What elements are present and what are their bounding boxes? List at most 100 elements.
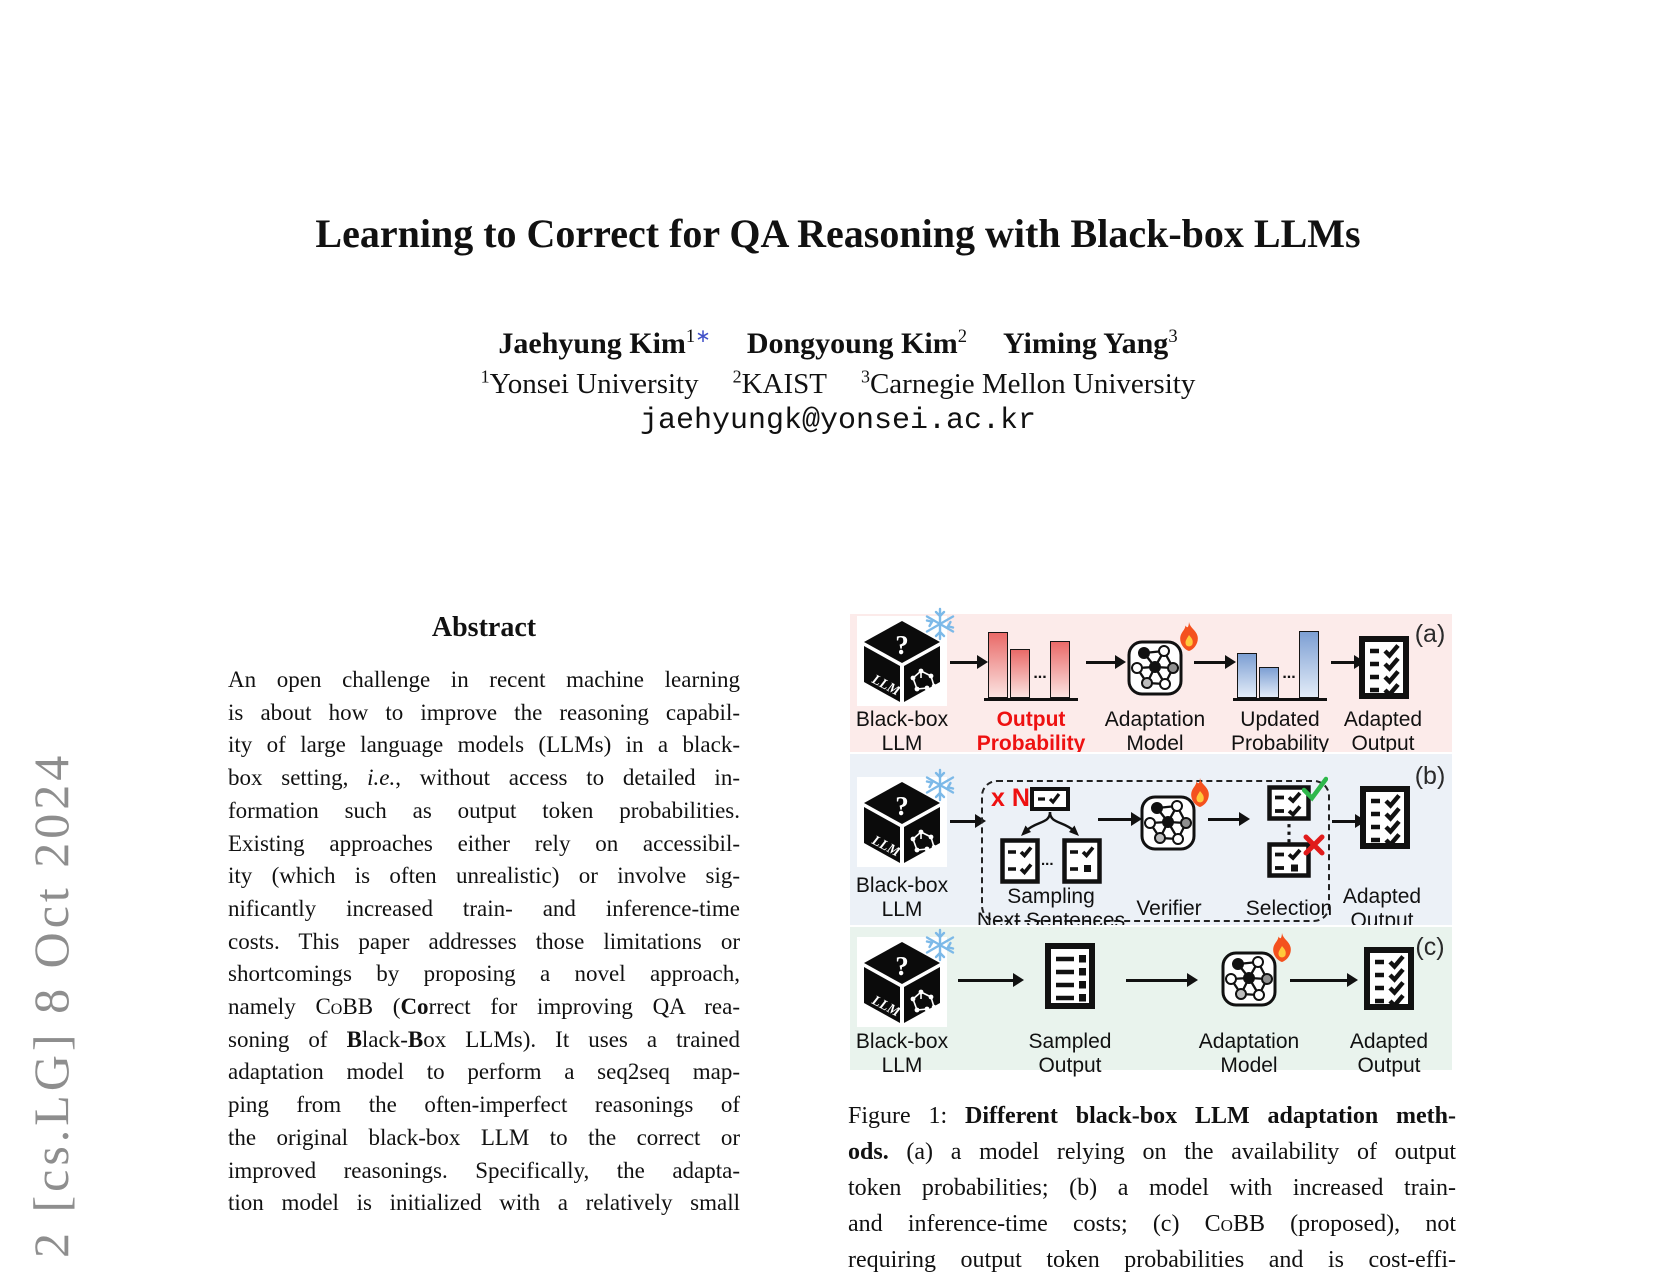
arrow-right-icon — [1126, 973, 1198, 986]
affiliation: 3Carnegie Mellon University — [860, 366, 1196, 400]
sampling-verifier-selection-box — [981, 780, 1330, 922]
output-probability-chart: ... — [984, 625, 1078, 701]
ellipsis: ... — [1033, 665, 1047, 682]
sampled-doc-alt-icon — [1062, 838, 1102, 884]
corresponding-author-mark: ∗ — [695, 326, 711, 347]
text-line: box setting, i.e., without access to det… — [228, 765, 740, 791]
row-b-tag: (b) — [1414, 762, 1446, 790]
arrow-right-icon — [1332, 814, 1366, 827]
text-line: soning of Black-Box LLMs). It uses a tra… — [228, 1026, 740, 1052]
author: Dongyoung Kim2 — [746, 326, 967, 360]
probability-bar — [1010, 649, 1030, 698]
svg-text:?: ? — [895, 791, 909, 821]
text-line: improved reasonings. Specifically, the a… — [228, 1157, 740, 1183]
adapted-output-icon — [1359, 636, 1409, 699]
author: Yiming Yang3 — [1003, 326, 1178, 360]
author: Jaehyung Kim1∗ — [498, 326, 711, 360]
arrow-right-icon — [1098, 812, 1142, 825]
sampled-output-icon — [1045, 943, 1095, 1009]
sampled-sentence-doc-icon — [1030, 787, 1070, 811]
probability-bar — [988, 632, 1008, 698]
text-line: requiring output token probabilities and… — [848, 1247, 1456, 1273]
label-selection: Selection — [1245, 897, 1333, 920]
ellipsis: ... — [1282, 665, 1296, 682]
text-line: the original black-box LLM to the correc… — [228, 1124, 740, 1150]
text-line: adaptation model to perform a seq2seq ma… — [228, 1059, 740, 1085]
text-line: An open challenge in recent machine lear… — [228, 667, 740, 692]
adapted-output-icon — [1364, 947, 1414, 1010]
author-list: Jaehyung Kim1∗ Dongyoung Kim2 Yiming Yang3 — [180, 326, 1496, 361]
arrow-right-icon — [1331, 655, 1365, 668]
branching-arrows-icon — [1019, 811, 1081, 838]
text-line: ods. (a) a model relying on the availabi… — [848, 1139, 1456, 1165]
fire-icon — [1191, 778, 1209, 807]
text-line: Existing approaches either rely on acces… — [228, 830, 740, 856]
snowflake-icon — [925, 928, 955, 962]
row-a-tag: (a) — [1414, 620, 1446, 648]
ellipsis: ... — [1041, 852, 1054, 869]
text-line: is about how to improve the reasoning ca… — [228, 699, 740, 725]
svg-text:?: ? — [895, 951, 909, 981]
adaptation-model-icon — [1127, 640, 1183, 696]
fire-icon — [1273, 933, 1291, 962]
probability-bar — [1050, 641, 1070, 698]
text-line: Figure 1: Different black-box LLM adapta… — [848, 1103, 1457, 1129]
text-line: namely CoBB (Correct for improving QA re… — [228, 994, 740, 1020]
arrow-right-icon — [958, 973, 1024, 986]
row-c-tag: (c) — [1415, 933, 1445, 961]
chart-axis — [984, 698, 1078, 701]
updated-probability-chart: ... — [1233, 625, 1327, 701]
times-n-label: x N — [991, 784, 1030, 812]
snowflake-icon — [925, 768, 955, 802]
vertical-dots: ⋮ — [1278, 820, 1300, 845]
arrow-right-icon — [1086, 655, 1126, 668]
text-line: ity of large language models (LLMs) in a… — [228, 732, 740, 758]
sampled-doc-check-icon — [1000, 838, 1040, 884]
text-line: formation such as output token probabili… — [228, 797, 740, 823]
chart-axis — [1233, 698, 1327, 701]
text-line: tion model is initialized with a relativ… — [228, 1190, 740, 1216]
black-box-llm-icon: ? LLM — [857, 928, 955, 1027]
red-cross-icon — [1303, 834, 1325, 856]
abstract-heading: Abstract — [431, 612, 537, 643]
affiliation: 2KAIST — [732, 366, 827, 400]
svg-text:?: ? — [895, 630, 909, 660]
figure-caption: Figure 1: Different black-box LLM adapta… — [848, 1098, 1456, 1278]
probability-bar — [1259, 667, 1279, 698]
arrow-right-icon — [950, 814, 986, 827]
arrow-right-icon — [1194, 655, 1236, 668]
arxiv-watermark: 2 [cs.LG] 8 Oct 2024 — [23, 751, 79, 1258]
black-box-llm-icon: ? LLM — [857, 768, 955, 867]
abstract-body: An open challenge in recent machine lear… — [228, 664, 740, 1220]
probability-bar — [1237, 653, 1257, 698]
adaptation-model-icon — [1221, 951, 1277, 1007]
contact-email: jaehyungk@yonsei.ac.kr — [639, 404, 1037, 438]
text-line: token probabilities; (b) a model with in… — [848, 1175, 1456, 1201]
text-line: shortcomings by proposing a novel approa… — [228, 961, 740, 987]
text-line: nificantly increased train- and inferenc… — [228, 895, 740, 921]
label-verifier: Verifier — [1136, 897, 1202, 920]
arrow-right-icon — [1208, 812, 1250, 825]
black-box-llm-icon: ? LLM — [857, 607, 955, 706]
page-title: Learning to Correct for QA Reasoning wit… — [315, 211, 1361, 256]
arrow-right-icon — [950, 655, 988, 668]
probability-bar — [1299, 631, 1319, 698]
adapted-output-icon — [1360, 786, 1410, 849]
snowflake-icon — [925, 607, 955, 641]
text-line: costs. This paper addresses those limita… — [228, 928, 740, 954]
text-line: ity (which is often unrealistic) or invo… — [228, 863, 740, 889]
